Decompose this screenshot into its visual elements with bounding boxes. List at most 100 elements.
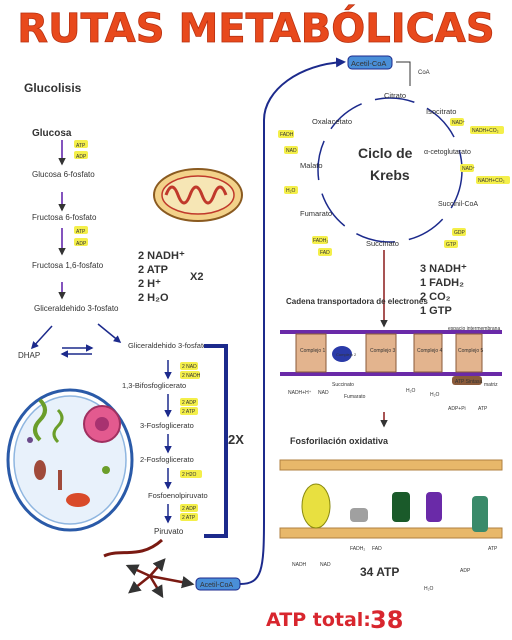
summary-item: 2 CO₂ (420, 291, 451, 303)
cofactor-highlight (180, 362, 198, 370)
glycolysis-step: Fosfoenolpiruvato (148, 491, 208, 500)
complex-label: Complejo 3 (370, 348, 396, 354)
pathway-arrow (239, 57, 346, 585)
complex-2 (332, 346, 352, 362)
membrane (279, 527, 503, 539)
complex-label: Complejo 2 (336, 352, 357, 357)
cofactor-highlight (452, 228, 466, 236)
cofactor-label: 2 ADP (182, 400, 197, 406)
etc-label: Succinato (332, 382, 354, 388)
cofactor-label: FADH₂ (313, 238, 328, 244)
glycolysis-step: 2-Fosfoglicerato (140, 455, 194, 464)
cofactor-highlight (74, 140, 88, 148)
acetyl-coa-label: Acetil-CoA (200, 582, 233, 589)
cofactor-label: 2 NAD (182, 364, 197, 370)
page-title: RUTAS METABÓLICAS (17, 4, 494, 52)
glycolysis-step: Piruvato (154, 527, 184, 536)
multiplier-label: 2X (228, 432, 244, 447)
complex-4 (413, 333, 443, 373)
complex-label: Complejo 5 (458, 348, 484, 354)
oxphos-label: ADP (460, 568, 471, 574)
cofactor-label: 2 H2O (182, 472, 197, 478)
oxphos-label: NAD (320, 562, 331, 568)
etc-label: NAD (318, 390, 329, 396)
krebs-heading: Krebs (370, 167, 410, 183)
etc-label: ATP (478, 406, 488, 412)
cofactor-highlight (74, 151, 88, 159)
cofactor-label: ATP (76, 229, 86, 235)
cofactor-label: FADH (280, 132, 294, 138)
cofactor-label: NAD (286, 148, 297, 154)
cofactor-highlight (476, 176, 510, 184)
glycolysis-step: DHAP (18, 351, 40, 360)
atp-synthase-base (452, 376, 482, 385)
glycolysis-heading: Glucolisis (24, 81, 82, 95)
complex-5 (455, 333, 483, 373)
summary-item: 1 FADH₂ (420, 277, 464, 289)
etc-label: Fumarato (344, 394, 366, 400)
glycolysis-step: 1,3-Bifosfoglicerato (122, 381, 186, 390)
summary-multiplier: X2 (190, 271, 203, 283)
summary-item: 2 H₂O (138, 292, 169, 304)
glycolysis-step: Fructosa 1,6-fosfato (32, 261, 104, 270)
acetyl-coa-label: Acetil-CoA (351, 59, 386, 68)
summary-item: 2 NADH⁺ (138, 250, 185, 262)
glycolysis-step: Fructosa 6-fosfato (32, 213, 97, 222)
space-label: espacio intermembrana (448, 326, 500, 332)
cofactor-label: GTP (446, 242, 457, 248)
oxphos-label: FADH₂ (350, 546, 365, 552)
cofactor-label: GDP (454, 230, 466, 236)
cofactor-highlight (450, 118, 464, 126)
oxphos-complex (426, 492, 442, 522)
cofactor-label: NAD⁺ (452, 120, 466, 126)
matrix-label: matriz (484, 382, 498, 388)
summary-item: 2 H⁺ (138, 278, 161, 290)
cofactor-highlight (278, 130, 294, 138)
krebs-heading: Ciclo de (358, 145, 413, 161)
summary-item: 3 NADH⁺ (420, 263, 467, 275)
mitochondrion-illustration (153, 168, 243, 222)
cofactor-highlight (180, 398, 198, 406)
acetyl-coa-box (347, 55, 393, 70)
cofactor-highlight (318, 248, 332, 256)
cofactor-label: NAD⁺ (462, 166, 476, 172)
oxphos-label: ATP (488, 546, 498, 552)
oxphos-total: 34 ATP (360, 565, 399, 579)
pathway-arrow (97, 323, 122, 343)
cofactor-highlight (470, 126, 504, 134)
cell-illustration (6, 388, 134, 532)
glycolysis-step: Glucosa (32, 128, 72, 139)
oxphos-label: NADH (292, 562, 307, 568)
cofactor-highlight (180, 371, 200, 379)
oxphos-label: H₂O (424, 586, 434, 592)
cofactor-highlight (312, 236, 328, 244)
etc-label: ADP+Pi (448, 406, 466, 412)
cofactor-label: NADH+CO₂ (478, 178, 505, 184)
membrane (280, 372, 502, 376)
atp-total-label: ATP total: (266, 609, 371, 631)
cofactor-label: NADH+CO₂ (472, 128, 499, 134)
krebs-intermediate: Succinil-CoA (438, 201, 478, 208)
pathway-arrow (30, 325, 53, 350)
cofactor-label: 2 ADP (182, 506, 197, 512)
etc-label: H₂O (406, 388, 416, 394)
complex-label: Complejo 4 (417, 348, 443, 354)
cofactor-highlight (284, 146, 298, 154)
complex-label: Complejo 1 (300, 348, 326, 354)
oxphos-complex (472, 496, 488, 532)
coa-label: CoA (418, 70, 430, 76)
cofactor-highlight (444, 240, 458, 248)
cofactor-label: ADP (76, 241, 87, 247)
oxphos-complex (350, 508, 368, 522)
cofactor-highlight (180, 470, 202, 478)
etc-label: ATP Sintasa (455, 379, 483, 385)
krebs-intermediate: Oxalacetato (312, 117, 352, 126)
etc-label: NADH+H⁺ (288, 390, 312, 396)
membrane (279, 459, 503, 471)
oxphos-heading: Fosforilación oxidativa (290, 436, 389, 446)
oxphos-label: FAD (372, 546, 382, 552)
cofactor-highlight (284, 186, 298, 194)
membrane (280, 330, 502, 334)
bracket (204, 344, 228, 538)
